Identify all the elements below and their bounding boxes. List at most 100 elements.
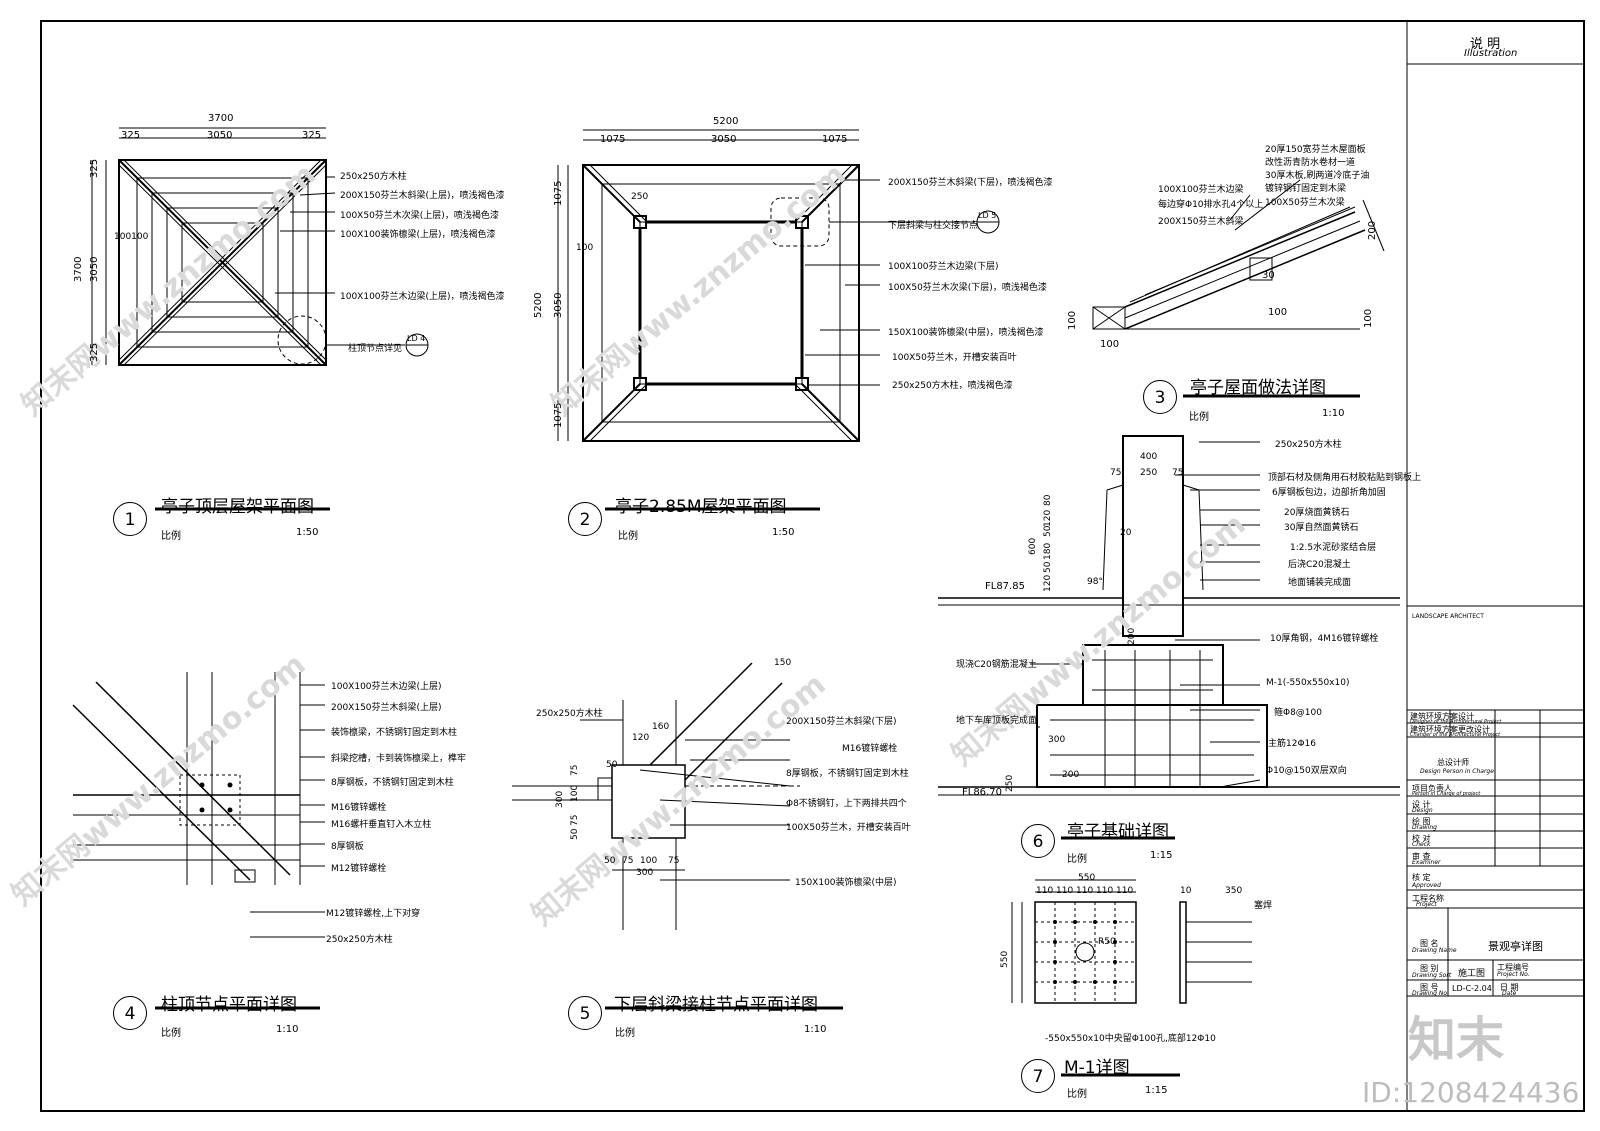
scale-label-1: 比例: [161, 531, 181, 542]
callout: 10厚角钢，4M16镀锌螺栓: [1270, 634, 1379, 644]
dim: 50: [604, 856, 616, 866]
tb-row-label-en: Check: [1412, 841, 1431, 848]
landscape-architect: LANDSCAPE ARCHITECT: [1412, 613, 1484, 620]
dim: 120: [1043, 509, 1053, 527]
dim: 250: [1005, 774, 1015, 792]
brand-logo: 知末: [1408, 1012, 1505, 1068]
level-mark: FL87.85: [985, 581, 1025, 592]
project-no-label: 工程编号: [1497, 963, 1529, 972]
project-no-label-en: Project No.: [1497, 971, 1530, 978]
level-mark: FL86.70: [962, 787, 1002, 798]
tb-row-label-en: Approved: [1412, 882, 1441, 889]
dim: 250: [631, 192, 649, 202]
tb-row-label: 项目负责人: [1412, 784, 1452, 793]
dim: 325: [89, 158, 100, 178]
dim: 325: [121, 130, 141, 141]
callout: 装饰檩梁，不锈钢钉固定到木柱: [331, 728, 458, 738]
dim: 30: [1262, 270, 1275, 281]
tb-row-label: 绘 图: [1412, 817, 1431, 826]
scale-5: 1:10: [804, 1024, 827, 1035]
dim: 160: [652, 722, 670, 732]
dim: 1075: [553, 180, 564, 206]
callout: 8厚钢板，不锈钢钉固定到木柱: [786, 769, 909, 779]
dim: 550: [1000, 950, 1010, 968]
scale-7: 1:15: [1145, 1085, 1168, 1096]
callout: 30厚木板,刷两道冷底子油: [1265, 171, 1370, 181]
dim: 110: [1076, 886, 1094, 896]
callout: Φ10@150双层双向: [1266, 766, 1347, 776]
dim: 150: [774, 658, 792, 668]
dim: 50: [606, 760, 618, 770]
callout: 250x250方木柱，喷浅褐色漆: [892, 381, 1013, 391]
callout: 主筋12Φ16: [1268, 739, 1316, 749]
callout: M16螺杆垂直钉入木立柱: [331, 820, 432, 830]
callout: 100X100芬兰木边梁(上层)，喷浅褐色漆: [340, 292, 505, 302]
dim: 5200: [713, 116, 739, 127]
detail-number-3: 3: [1143, 380, 1177, 414]
tb-row-label: 总设计师: [1437, 758, 1469, 767]
dim: 180: [1043, 542, 1053, 560]
dim: 10: [1180, 886, 1192, 896]
dim: 1075: [553, 402, 564, 428]
detail-ref: LD 5: [978, 211, 997, 220]
dim: 1075: [822, 134, 848, 145]
callout: 柱顶节点详见: [348, 344, 403, 354]
dim: 400: [1140, 452, 1158, 462]
tb-row-label: 设 计: [1412, 800, 1431, 809]
title-3: 亭子屋面做法详图: [1190, 378, 1326, 398]
callout: 现浇C20钢筋混凝土: [956, 660, 1037, 670]
tb-row-label-en: Drawing: [1412, 824, 1437, 831]
dim: 3050: [553, 292, 564, 318]
tb-row-label: 核 定: [1412, 873, 1431, 882]
callout: 100X50芬兰木，开槽安装百叶: [786, 823, 911, 833]
dim: 110: [1116, 886, 1134, 896]
callout: 地下车库顶板完成面: [956, 716, 1038, 726]
dim: 110: [1056, 886, 1074, 896]
date-label: 日 期: [1500, 983, 1519, 992]
callout: M12镀锌螺栓: [331, 864, 387, 874]
dim: 50: [1043, 525, 1053, 537]
title-1: 亭子顶层屋架平面图: [161, 497, 314, 517]
drawing-no-label-en: Drawing No.: [1412, 990, 1449, 997]
dim: 100: [1268, 307, 1288, 318]
callout: 斜梁挖槽，卡到装饰檩梁上，榫牢: [331, 754, 467, 764]
id-text: ID:1208424436: [1362, 1076, 1580, 1109]
drawing-sort-label: 图 别: [1420, 964, 1439, 973]
callout: 200X150芬兰木斜梁(上层): [331, 703, 442, 713]
illustration-heading-en: Illustration: [1464, 48, 1518, 59]
tb-row-label-en: Design Person in Charge: [1420, 768, 1494, 775]
scale-label-5: 比例: [615, 1028, 635, 1039]
dim: 110: [1036, 886, 1054, 896]
drawing-no: LD-C-2.04: [1452, 984, 1492, 993]
callout: M16镀锌螺栓: [331, 803, 387, 813]
dim: 100: [640, 856, 658, 866]
dim: 110: [1096, 886, 1114, 896]
date-label-en: Date: [1502, 990, 1517, 997]
scale-3: 1:10: [1322, 408, 1345, 419]
dim: 325: [302, 130, 322, 141]
dim: 100: [570, 784, 580, 802]
callout: M12镀锌螺栓,上下对穿: [326, 909, 421, 919]
dim: 75: [1172, 468, 1184, 478]
drawing-name-label: 图 名: [1420, 939, 1439, 948]
callout: M16镀锌螺栓: [842, 744, 898, 754]
callout: 250x250方木柱: [326, 935, 393, 945]
callout: 100X50芬兰木次梁(下层)，喷浅褐色漆: [888, 283, 1047, 293]
dim: 300: [555, 790, 565, 808]
callout: 100X100装饰檩梁(上层)，喷浅褐色漆: [340, 230, 496, 240]
callout: 30厚自然面黄锈石: [1284, 523, 1359, 533]
title-4: 柱顶节点平面详图: [161, 995, 297, 1015]
scale-6: 1:15: [1150, 850, 1173, 861]
detail-number-5: 5: [568, 996, 602, 1030]
callout: 20厚烧面黄锈石: [1284, 508, 1350, 518]
drawing-sort-label-en: Drawing Sort: [1412, 972, 1452, 979]
callout: 100X50芬兰木次梁(上层)，喷浅褐色漆: [340, 211, 499, 221]
dim: 120: [1043, 574, 1053, 592]
callout: 8厚钢板: [331, 842, 364, 852]
drawing-sheet: [40, 20, 1585, 1112]
scale-4: 1:10: [276, 1024, 299, 1035]
callout: 地面铺装完成面: [1288, 578, 1352, 588]
dim: 120: [632, 733, 650, 743]
callout: -550x550x10中央留Φ100孔,底部12Φ10: [1045, 1034, 1216, 1044]
tb-row-label: 校 对: [1412, 834, 1431, 843]
